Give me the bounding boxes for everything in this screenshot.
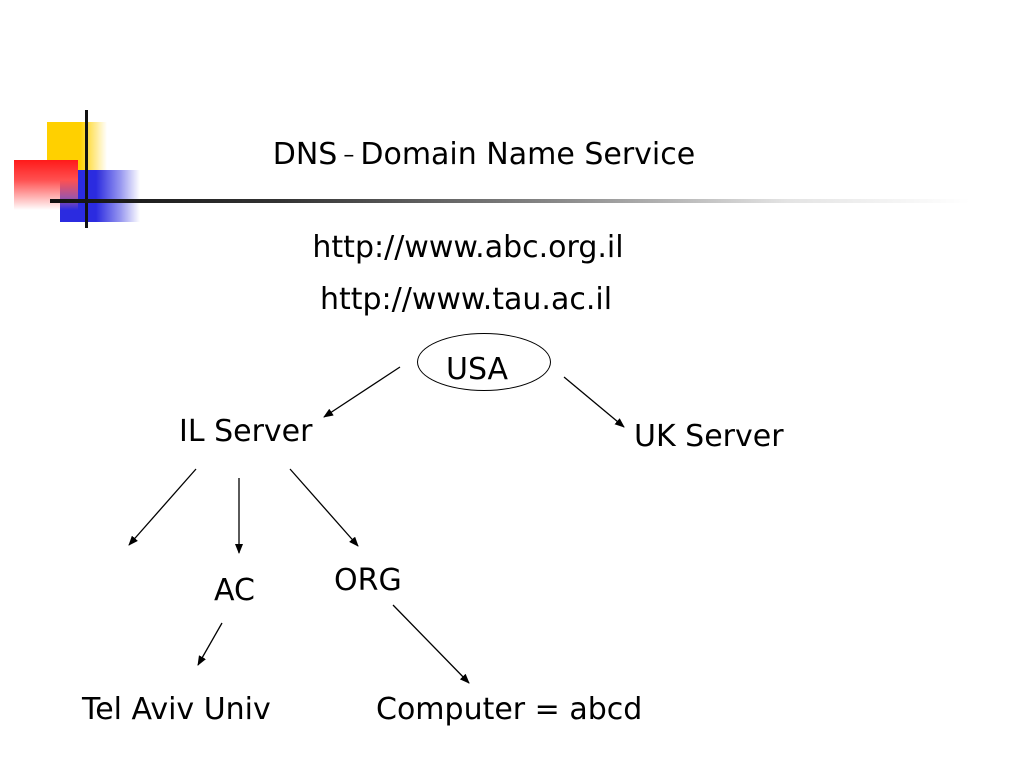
node-il-server: IL Server xyxy=(179,414,313,449)
node-ac: AC xyxy=(214,573,255,608)
decor-vertical-line xyxy=(85,110,88,228)
slide-title: DNS–Domain Name Service xyxy=(0,136,968,175)
node-tel-aviv-univ: Tel Aviv Univ xyxy=(82,692,271,727)
arrow-ac-to-tel-aviv xyxy=(197,622,223,666)
arrow-usa-to-uk xyxy=(563,376,625,428)
node-usa: USA xyxy=(446,352,509,387)
title-dash: – xyxy=(343,142,355,168)
arrow-il-to-left xyxy=(128,468,197,546)
title-right: Domain Name Service xyxy=(360,137,696,172)
title-left: DNS xyxy=(272,137,338,172)
url-tau: http://www.tau.ac.il xyxy=(319,282,613,317)
url-abc: http://www.abc.org.il xyxy=(312,230,624,265)
node-org: ORG xyxy=(334,563,402,598)
node-computer: Computer = abcd xyxy=(376,692,643,727)
arrow-il-to-org xyxy=(289,468,359,547)
node-uk-server: UK Server xyxy=(634,419,784,454)
usa-ellipse xyxy=(417,333,551,391)
arrow-usa-to-il xyxy=(323,366,401,418)
arrow-org-to-computer xyxy=(392,604,470,684)
title-underline xyxy=(50,199,970,203)
